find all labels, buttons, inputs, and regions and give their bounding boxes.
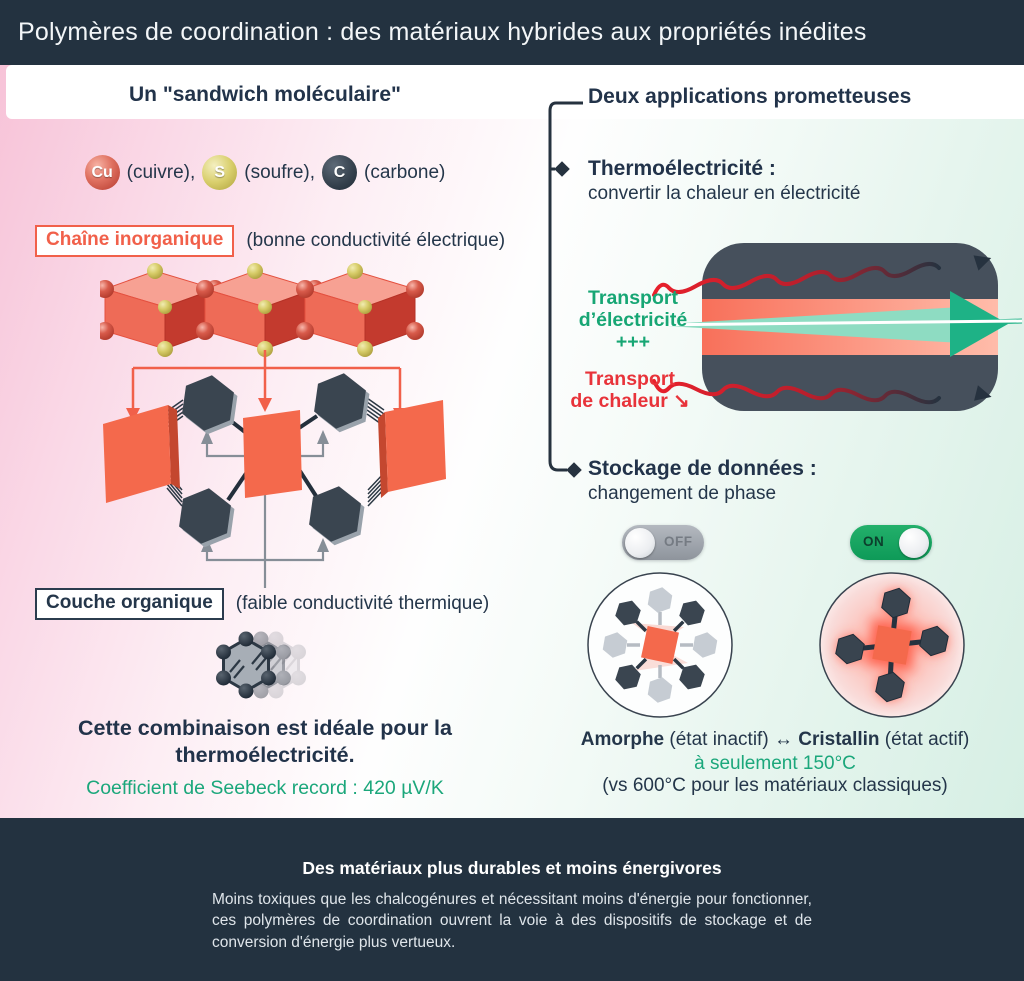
inorganic-chain-note: (bonne conductivité électrique) <box>246 230 506 251</box>
heat-transport-label: Transport de chaleur ↘ <box>565 368 695 412</box>
amorphous-state-illustration <box>587 572 733 718</box>
states-caption: Amorphe (état inactif) ↔ Cristallin (éta… <box>540 729 1010 751</box>
footer-heading: Des matériaux plus durables et moins éne… <box>302 858 722 878</box>
diamond-bullet-icon <box>554 161 570 177</box>
footer: Des matériaux plus durables et moins éne… <box>0 818 1024 981</box>
conclusion-line2: thermoélectricité. <box>175 742 355 767</box>
electricity-line2: d’électricité <box>578 309 688 331</box>
organic-layer-note: (faible conductivité thermique) <box>235 593 490 614</box>
toggle-off-label: OFF <box>664 534 693 549</box>
amorphous-note: (état inactif) <box>664 729 774 750</box>
sulfur-atom-label: (soufre), <box>244 161 316 183</box>
title-band <box>6 65 1024 119</box>
conclusion-line1: Cette combinaison est idéale pour la <box>78 716 452 740</box>
toggle-on-knob <box>899 527 929 558</box>
bracket-line <box>548 101 583 478</box>
inorganic-sheets <box>103 400 446 503</box>
molecular-sandwich-illustration <box>103 350 446 588</box>
seebeck-coefficient: Coefficient de Seebeck record : 420 µV/K <box>86 777 444 799</box>
thermoelectricity-heading: Thermoélectricité : <box>588 157 776 180</box>
sulfur-atom-icon: S <box>202 155 238 190</box>
crystalline-note: (état actif) <box>879 729 970 750</box>
electricity-arrow-icon <box>647 291 1023 357</box>
conclusion-text: Cette combinaison est idéale pour la the… <box>20 715 510 769</box>
diamond-bullet-icon <box>566 462 582 478</box>
heat-wave-icons <box>652 262 941 405</box>
sandwich-title: Un "sandwich moléculaire" <box>129 83 401 106</box>
copper-atom-icon: Cu <box>84 155 120 190</box>
orange-arrow-connector <box>131 350 402 410</box>
carbon-atom-icon: C <box>322 155 358 190</box>
heat-line1: Transport <box>585 368 675 390</box>
thermoelectricity-subheading: convertir la chaleur en électricité <box>588 183 861 204</box>
footer-body: Moins toxiques que les chalcogénures et … <box>212 891 812 951</box>
electricity-transport-label: Transport d’électricité +++ <box>572 287 694 353</box>
heat-exit-arrowhead <box>974 385 992 401</box>
crystalline-state-illustration <box>819 572 965 718</box>
main-panel: Un "sandwich moléculaire" Cu (cuivre), S… <box>0 65 1024 818</box>
carbon-atom-label: (carbone) <box>364 161 446 183</box>
organic-layer-label: Couche organique <box>35 588 224 620</box>
amorphous-label: Amorphe <box>580 729 665 750</box>
copper-atom-label: (cuivre), <box>126 161 196 183</box>
inorganic-chain-row: Chaîne inorganique (bonne conductivité é… <box>35 225 505 257</box>
heat-exit-arrowhead <box>973 255 992 271</box>
inorganic-chain-illustration <box>100 262 425 357</box>
data-storage-subheading: changement de phase <box>588 483 777 504</box>
inorganic-chain-label: Chaîne inorganique <box>35 225 235 257</box>
crystalline-label: Cristallin <box>792 729 880 750</box>
temperature-note: à seulement 150°C <box>694 753 856 774</box>
header-bar: Polymères de coordination : des matériau… <box>0 0 1024 65</box>
organic-layer-row: Couche organique (faible conductivité th… <box>35 588 489 620</box>
thermoelectric-device-illustration <box>647 243 1023 411</box>
electricity-plus: +++ <box>615 331 651 353</box>
atom-legend: Cu (cuivre), S (soufre), C (carbone) <box>0 155 530 190</box>
heat-line2: de chaleur ↘ <box>570 390 690 412</box>
toggle-on-label: ON <box>863 534 885 549</box>
gray-arrowheads <box>201 430 329 552</box>
toggle-on[interactable]: ON <box>850 525 932 560</box>
data-storage-heading: Stockage de données : <box>588 457 817 480</box>
toggle-off-knob <box>625 527 655 558</box>
applications-title: Deux applications prometteuses <box>588 85 912 108</box>
phase-arrow-icon: ↔ <box>773 729 793 750</box>
comparison-note: (vs 600°C pour les matériaux classiques) <box>602 775 948 796</box>
graphite-layer-illustration <box>214 630 308 700</box>
toggle-off[interactable]: OFF <box>622 525 704 560</box>
electricity-line1: Transport <box>588 287 678 309</box>
infographic-title: Polymères de coordination : des matériau… <box>18 18 867 46</box>
